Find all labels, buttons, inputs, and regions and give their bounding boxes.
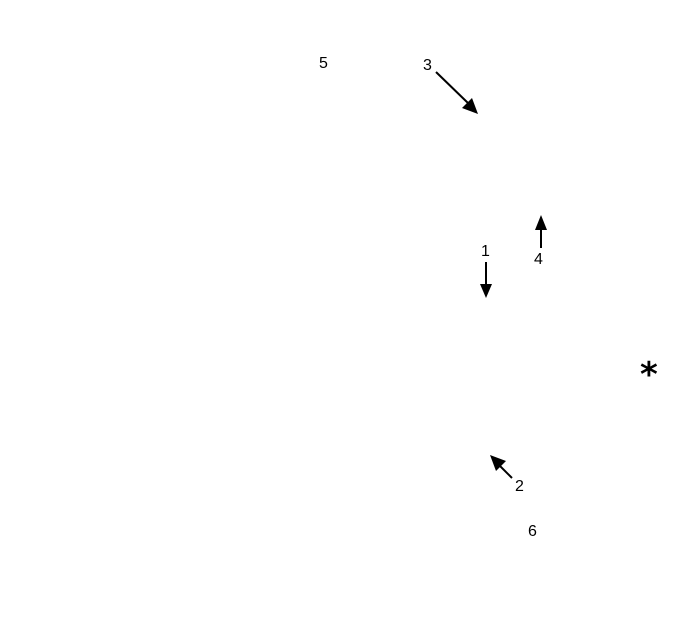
asterisk-icon: * [640, 355, 658, 395]
label-2: 2 [515, 478, 524, 495]
arrow-1-down [480, 262, 492, 298]
label-3: 3 [423, 57, 432, 74]
label-5: 5 [319, 55, 328, 72]
label-4: 4 [534, 251, 543, 268]
arrow-3-down-right [435, 71, 478, 114]
label-1: 1 [481, 243, 490, 260]
label-6: 6 [528, 523, 537, 540]
arrow-4-up [535, 215, 547, 248]
arrow-2-up-left [490, 455, 513, 479]
